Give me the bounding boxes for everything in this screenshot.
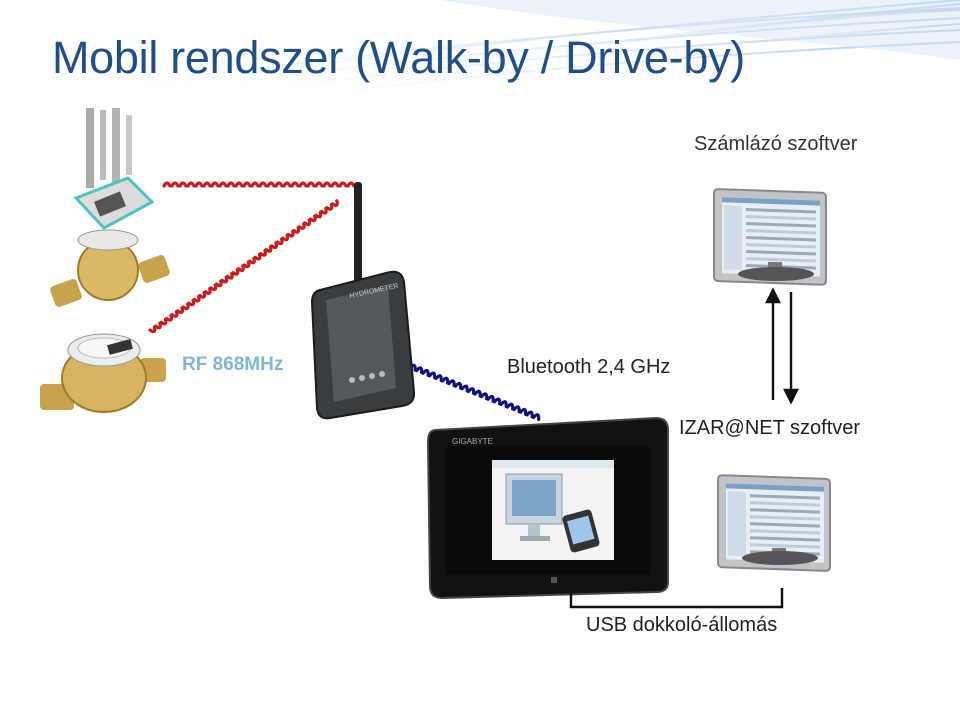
wave-segment <box>247 256 256 265</box>
rf-frequency-label: RF 868MHz <box>182 354 284 375</box>
wave-segment <box>236 264 245 272</box>
wave-segment <box>270 241 279 250</box>
slide-title: Mobil rendszer (Walk-by / Drive-by) <box>52 32 745 83</box>
tablet-brand: GIGABYTE <box>452 437 493 446</box>
wave-segment <box>153 321 162 330</box>
wave-segment <box>518 407 528 416</box>
heat-meter-icon <box>50 176 170 307</box>
wave-segment <box>159 317 168 326</box>
usb-dock-bracket <box>569 588 784 609</box>
bluetooth-wave <box>408 363 541 422</box>
usb-dock-label: USB dokkoló-állomás <box>586 614 778 636</box>
wave-segment <box>198 290 207 299</box>
wave-segment <box>505 402 515 411</box>
wave-segment <box>486 394 495 403</box>
wave-segment <box>531 413 541 422</box>
wave-segment <box>187 298 196 307</box>
wave-segment <box>453 381 463 390</box>
wave-segment <box>253 252 262 261</box>
wave-segment <box>330 199 339 207</box>
wave-segment <box>214 279 223 288</box>
wave-segment <box>319 206 328 215</box>
water-meter-icon <box>40 333 166 413</box>
rf-wave-diagonal <box>148 199 339 334</box>
wave-segment <box>512 405 521 414</box>
wave-segment <box>414 366 424 375</box>
billing-monitor-icon <box>713 188 827 286</box>
tablet-icon: GIGABYTE <box>426 416 669 600</box>
wave-segment <box>275 237 284 246</box>
wave-segment <box>192 294 201 303</box>
rf-wave-top <box>162 181 356 188</box>
wave-segment <box>427 371 437 380</box>
wave-segment <box>440 376 450 385</box>
bluetooth-label: Bluetooth 2,4 GHz <box>507 356 671 378</box>
wave-segment <box>473 389 482 398</box>
wave-segment <box>292 225 301 234</box>
wave-segment <box>434 374 443 383</box>
wave-segment <box>242 260 251 269</box>
wave-segment <box>170 310 179 318</box>
wave-segment <box>297 222 306 230</box>
wave-segment <box>220 275 229 284</box>
wave-segment <box>281 233 290 242</box>
wave-segment <box>492 397 502 406</box>
wave-segment <box>303 218 312 227</box>
wave-segment <box>308 214 317 223</box>
wave-segment <box>181 302 190 311</box>
wave-segment <box>286 229 295 238</box>
wave-segment <box>148 325 157 334</box>
izar-monitor-icon <box>717 474 831 572</box>
wave-segment <box>231 267 240 276</box>
wave-segment <box>499 400 508 409</box>
izar-software-label: IZAR@NET szoftver <box>679 417 861 439</box>
wave-segment <box>421 368 430 377</box>
wave-segment <box>314 210 323 219</box>
wave-segment <box>447 379 456 388</box>
wave-segment <box>466 387 476 396</box>
header-band <box>440 0 960 60</box>
billing-software-label: Számlázó szoftver <box>694 133 858 155</box>
wave-segment <box>164 313 173 322</box>
meter-display-glyphs <box>86 108 132 188</box>
wave-segment <box>264 245 273 253</box>
receiver-device-icon: HYDROMETER <box>310 182 416 420</box>
wave-segment <box>460 384 469 393</box>
sync-arrows <box>765 287 799 405</box>
wave-segment <box>325 202 334 211</box>
wave-segment <box>258 248 267 257</box>
wave-segment <box>525 410 534 419</box>
wave-segment <box>209 283 218 292</box>
wave-segment <box>203 287 212 295</box>
wave-segment <box>479 392 489 401</box>
wave-segment <box>176 306 185 315</box>
wave-segment <box>225 271 234 280</box>
